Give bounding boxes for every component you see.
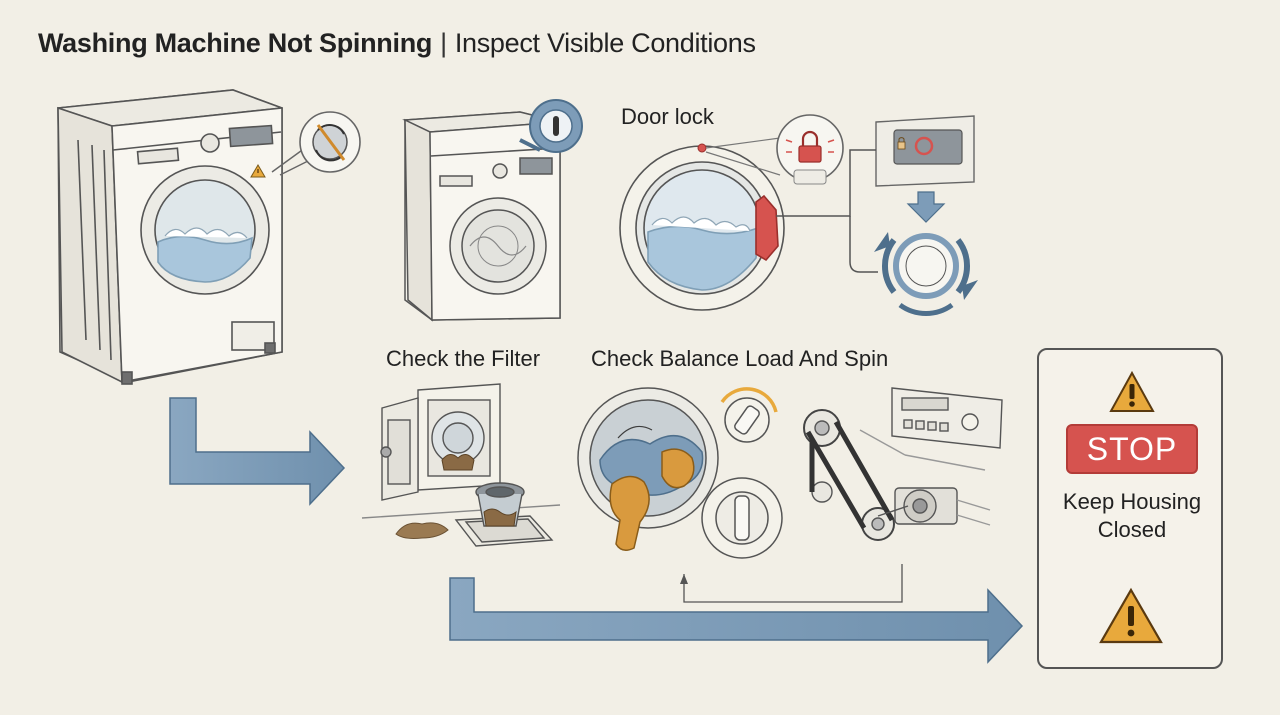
warning-triangle-icon [1109,370,1155,412]
padlock-icon [705,114,844,185]
flow-arrow-1 [169,397,346,506]
warning-triangle-icon-small [250,164,266,178]
washing-machine-second [402,111,561,322]
stop-panel: STOP Keep Housing Closed [1037,348,1223,669]
title-main: Washing Machine Not Spinning [38,28,433,58]
rotate-arrows-icon [874,232,978,316]
title-subtitle: Inspect Visible Conditions [454,28,756,58]
title-separator: | [440,28,447,58]
door-lock-drum [619,143,785,311]
check-filter-label: Check the Filter [386,346,541,371]
belt-and-motor-illustration [803,387,1003,541]
balance-load-illustration [577,387,903,603]
check-balance-label: Check Balance Load And Spin [591,346,889,371]
stop-badge: STOP [1066,424,1198,474]
filter-illustration [361,383,561,547]
warning-triangle-icon-large [1099,587,1163,644]
washing-machine-main [57,89,283,385]
spin-cycle-icon [271,111,361,176]
stop-message-line-2: Closed [1097,517,1167,542]
stop-message-line-1: Keep Housing [1062,489,1202,514]
lock-status-panel [776,115,975,273]
stop-message: Keep Housing Closed [1039,488,1225,544]
info-icon [519,99,583,153]
door-lock-label: Door lock [621,104,714,129]
page-title: Washing Machine Not Spinning|Inspect Vis… [38,28,756,59]
flow-arrow-2 [449,577,1024,664]
